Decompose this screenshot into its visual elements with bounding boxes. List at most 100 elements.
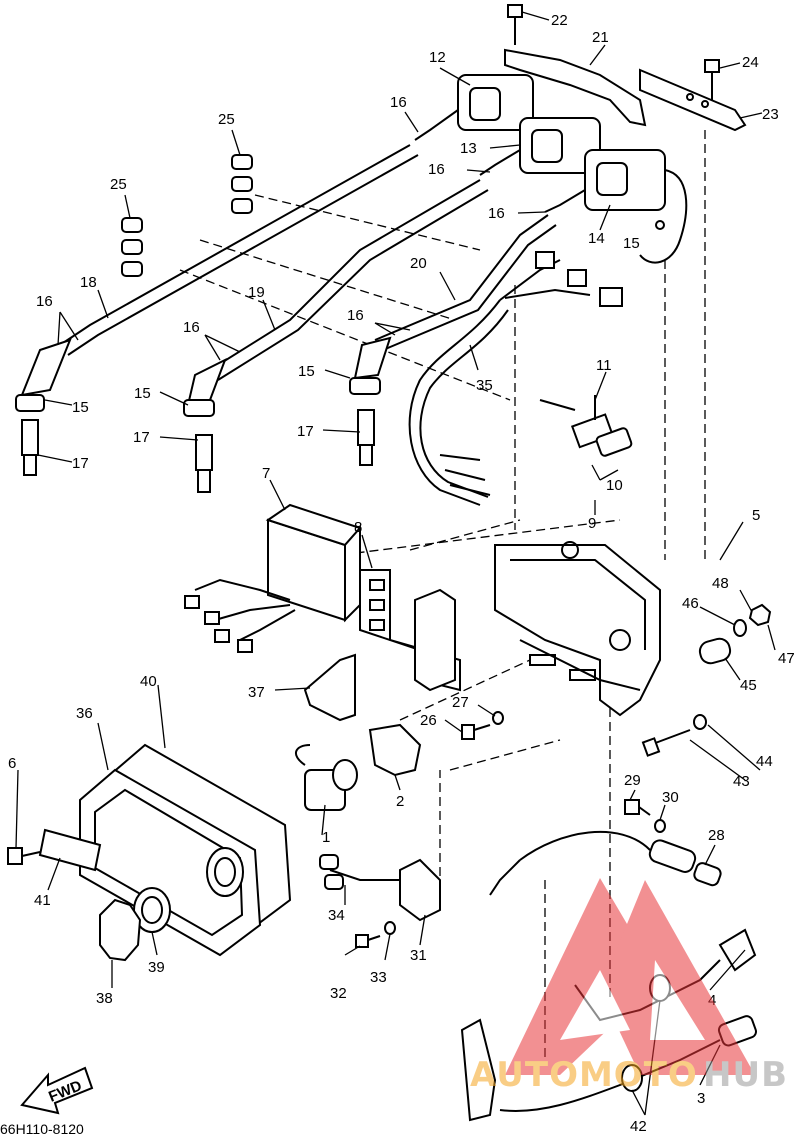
callout-27: 27	[452, 694, 469, 711]
callout-48: 48	[712, 575, 729, 592]
ht-cord-18	[59, 144, 419, 356]
callout-12: 12	[429, 49, 446, 66]
callout-20: 20	[410, 255, 427, 272]
cdi-unit-7	[184, 503, 362, 653]
bracket-8	[359, 569, 461, 692]
fwd-label: FWD	[46, 1077, 84, 1106]
callout-7: 7	[262, 465, 270, 482]
bolt-6	[7, 847, 41, 865]
callout-15-a: 15	[72, 399, 89, 416]
spark-plug-middle	[195, 434, 213, 493]
plug-cap-middle	[183, 357, 227, 417]
cover-36	[79, 768, 262, 957]
callout-29: 29	[624, 772, 641, 789]
plug-cap-left	[15, 338, 72, 412]
callout-16-f: 16	[347, 307, 364, 324]
cord-clip-25-upper	[231, 154, 253, 214]
callout-19: 19	[248, 284, 265, 301]
callout-17-a: 17	[72, 455, 89, 472]
cord-clip-25-lower	[121, 217, 143, 277]
bolt-32	[355, 934, 381, 948]
ignition-coil-12	[414, 74, 534, 141]
callout-16-a: 16	[390, 94, 407, 111]
callout-8: 8	[354, 519, 362, 536]
connector-34	[319, 854, 344, 890]
collar-45	[698, 637, 732, 665]
washer-33	[384, 921, 396, 935]
callout-23: 23	[762, 106, 779, 123]
washer-46	[733, 619, 747, 637]
callout-16-d: 16	[36, 293, 53, 310]
bolt-26	[461, 724, 491, 740]
callout-31: 31	[410, 947, 427, 964]
spark-plug-right	[357, 409, 375, 466]
callout-35: 35	[476, 377, 493, 394]
bolt-24	[704, 59, 720, 100]
relay-holder-2	[368, 723, 422, 777]
callout-25-b: 25	[110, 176, 127, 193]
watermark-text-auto: AUTOMOTO	[470, 1055, 698, 1095]
callout-43: 43	[733, 773, 750, 790]
callout-17-b: 17	[133, 429, 150, 446]
watermark-triangle-left	[505, 878, 660, 1075]
callout-25-a: 25	[218, 111, 235, 128]
bolt-43	[641, 729, 691, 757]
watermark-triangle-right	[600, 880, 755, 1075]
callout-21: 21	[592, 29, 609, 46]
callout-6: 6	[8, 755, 16, 772]
callout-15-b: 15	[134, 385, 151, 402]
callout-45: 45	[740, 677, 757, 694]
callout-13: 13	[460, 140, 477, 157]
coil-bracket-23	[639, 68, 747, 132]
callout-22: 22	[551, 12, 568, 29]
callout-17-c: 17	[297, 423, 314, 440]
callout-33: 33	[370, 969, 387, 986]
washer-44	[693, 714, 707, 730]
callout-39: 39	[148, 959, 165, 976]
coil-bracket-21	[504, 48, 647, 127]
drawing-code: 66H110-8120	[0, 1121, 84, 1135]
callout-5: 5	[752, 507, 760, 524]
callout-41: 41	[34, 892, 51, 909]
callouts: 1 2 3 4 5 6 7 8 9 10 11 12 13 14 15 15 1…	[8, 12, 795, 1135]
sensor-assembly-11	[539, 395, 633, 457]
callout-38: 38	[96, 990, 113, 1007]
callout-10: 10	[606, 477, 623, 494]
callout-44: 44	[756, 753, 773, 770]
callout-36: 36	[76, 705, 93, 722]
plug-cap-right	[349, 336, 392, 395]
watermark-text-hub: HUB	[703, 1055, 788, 1095]
cover-31	[329, 858, 441, 922]
nut-48	[748, 603, 772, 627]
callout-28: 28	[708, 827, 725, 844]
callout-16-b: 16	[428, 161, 445, 178]
callout-2: 2	[396, 793, 404, 810]
label-41	[38, 828, 102, 872]
bracket-37	[303, 653, 356, 722]
callout-15-c: 15	[298, 363, 315, 380]
starter-relay-1	[295, 744, 358, 811]
bolt-29	[624, 799, 651, 816]
callout-40: 40	[140, 673, 157, 690]
spark-plug-left	[21, 419, 39, 476]
callout-24: 24	[742, 54, 759, 71]
callout-34: 34	[328, 907, 345, 924]
callout-42: 42	[630, 1118, 647, 1135]
ignition-coil-13	[479, 117, 601, 176]
clamp-30	[654, 819, 666, 833]
bolt-22	[507, 4, 523, 45]
sensor-28	[489, 830, 722, 896]
ht-cord-19	[209, 179, 489, 381]
wire-harness-35	[408, 251, 623, 506]
fwd-arrow: FWD	[20, 1066, 94, 1115]
callout-3: 3	[697, 1090, 705, 1107]
ignition-coil-14	[544, 149, 688, 264]
ht-cord-20	[374, 214, 557, 351]
callout-30: 30	[662, 789, 679, 806]
mounting-plate-5	[494, 541, 661, 717]
callout-37: 37	[248, 684, 265, 701]
callout-32: 32	[330, 985, 347, 1002]
callout-18: 18	[80, 274, 97, 291]
callout-26: 26	[420, 712, 437, 729]
